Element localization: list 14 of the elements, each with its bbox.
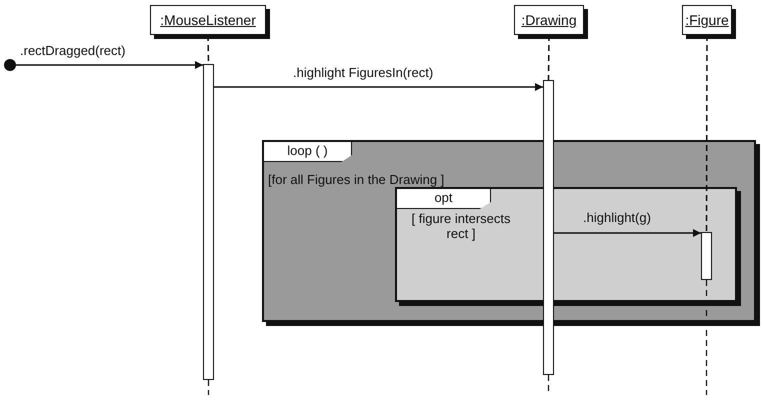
guard-condition: [for all Figures in the Drawing ] <box>268 172 446 187</box>
message-label: .rectDragged(rect) <box>20 43 126 58</box>
guard-condition: [ figure intersects rect ] <box>410 211 512 241</box>
activation-bar <box>203 64 214 380</box>
initial-dot <box>4 59 16 71</box>
message-label: .highlight FiguresIn(rect) <box>293 65 434 80</box>
message-arrow <box>16 61 203 69</box>
fragment-operator-tab: opt <box>397 189 491 209</box>
fragment-operator-tab: loop ( ) <box>264 142 352 162</box>
message-arrow <box>554 229 701 237</box>
message-arrow <box>214 83 543 91</box>
message-label: .highlight(g) <box>583 210 651 225</box>
activation-bar <box>543 80 554 375</box>
activation-bar <box>701 232 712 280</box>
